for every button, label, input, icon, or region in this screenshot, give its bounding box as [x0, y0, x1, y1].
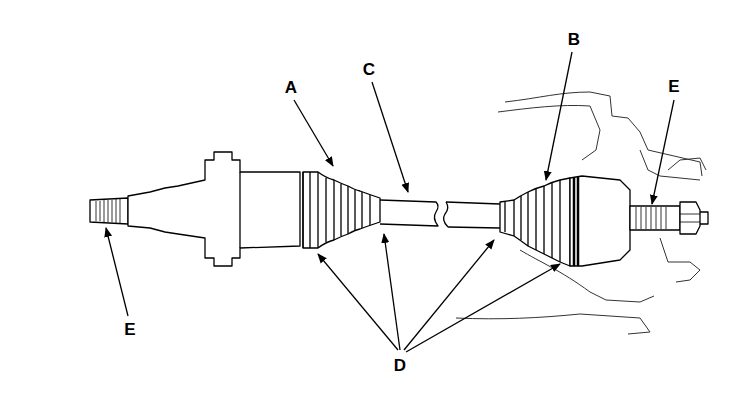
part-letter: A — [281, 78, 301, 98]
part-letter: C — [359, 60, 379, 80]
part-letter: E — [120, 320, 140, 340]
part-letter: E — [664, 77, 684, 97]
part-letter: B — [564, 30, 584, 50]
part-letter: D — [390, 356, 410, 376]
